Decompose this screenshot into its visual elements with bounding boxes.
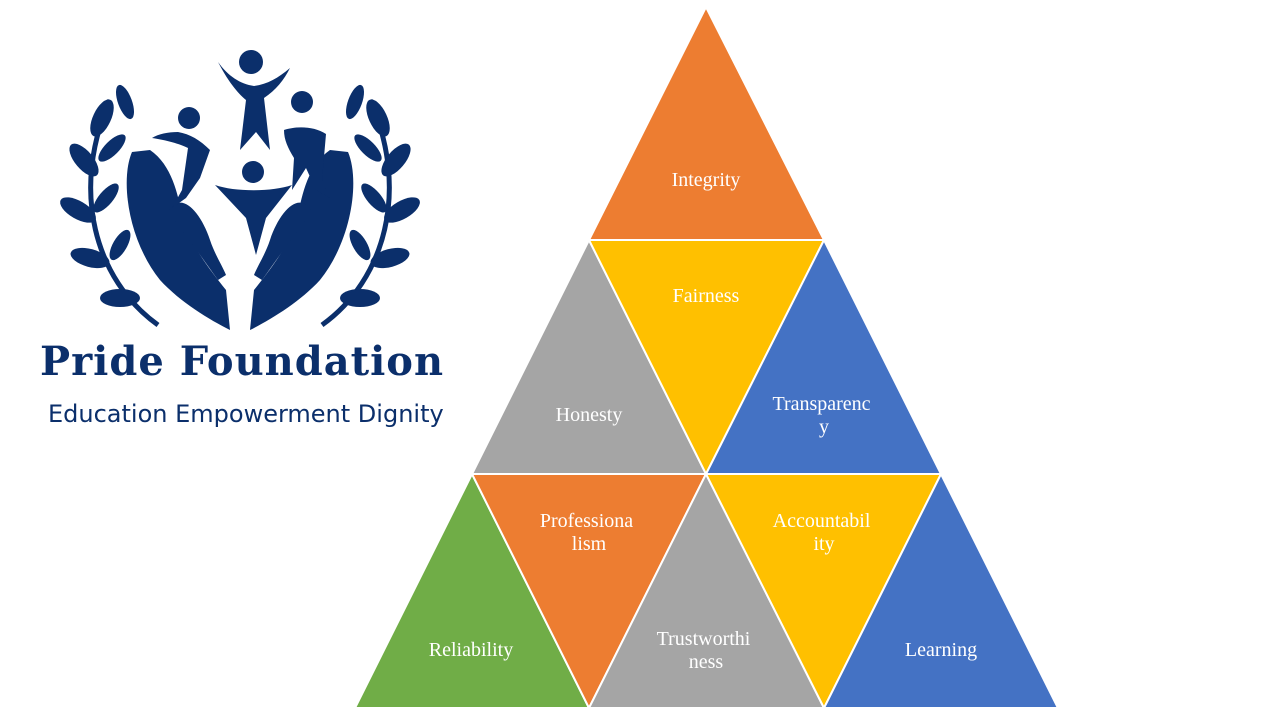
- label-learning: Learning: [905, 639, 977, 661]
- label-transparency: Transparenc y: [772, 393, 875, 438]
- label-integrity: Integrity: [672, 169, 741, 191]
- label-trustworthiness: Trustworthi ness: [657, 628, 756, 673]
- label-honesty: Honesty: [556, 404, 623, 426]
- label-fairness: Fairness: [673, 285, 740, 307]
- integrity-triangle: [587, 4, 826, 241]
- learning-triangle: [822, 471, 1060, 709]
- label-accountability: Accountabil ity: [773, 510, 876, 555]
- logo-icon: [60, 50, 420, 330]
- organization-name: Pride Foundation: [40, 338, 445, 385]
- label-reliability: Reliability: [429, 639, 513, 661]
- label-professionalism: Professiona lism: [540, 510, 638, 555]
- tagline: Education Empowerment Dignity: [48, 400, 444, 428]
